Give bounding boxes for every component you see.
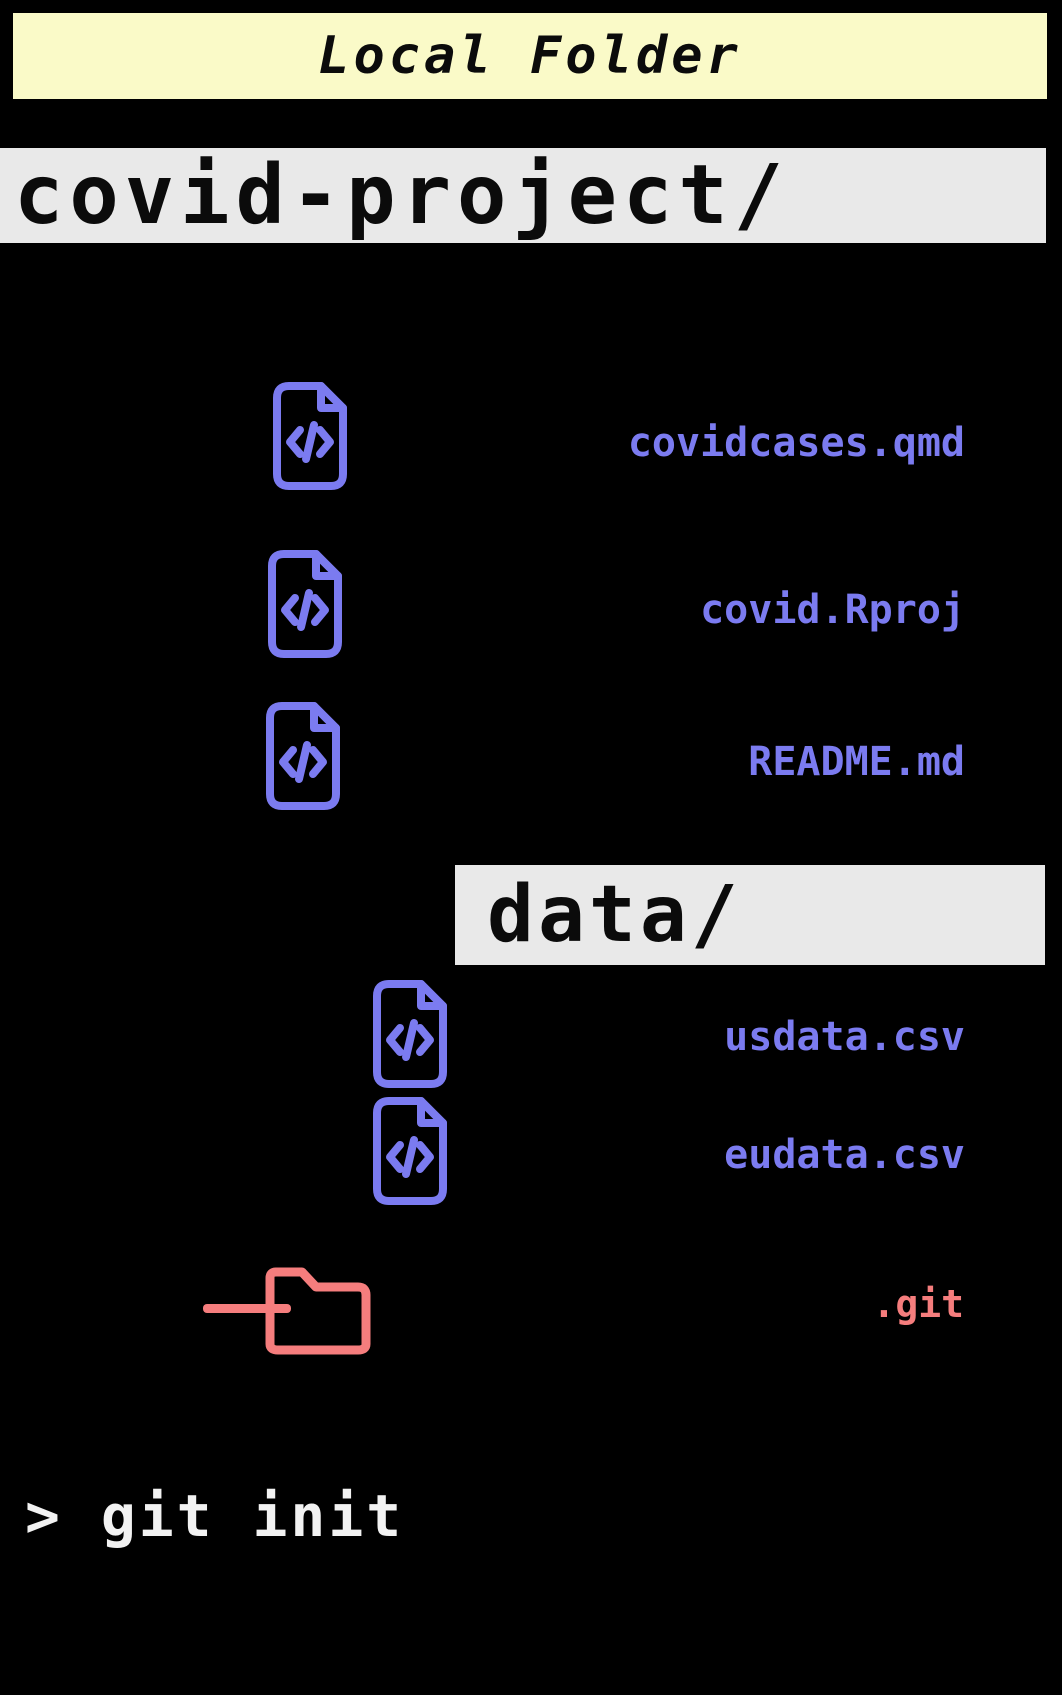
file-name-covid-rproj: covid.Rproj: [700, 587, 965, 633]
file-name-readme-md: README.md: [748, 739, 965, 785]
code-file-icon: [267, 380, 353, 492]
git-connector-line: [203, 1304, 291, 1313]
banner-title: Local Folder: [318, 26, 742, 86]
code-file-icon: [262, 548, 348, 660]
root-folder-bar: covid-project/: [0, 148, 1046, 243]
root-folder-label: covid-project/: [14, 148, 790, 243]
code-file-icon: [260, 700, 346, 812]
git-folder-label: .git: [872, 1282, 964, 1326]
terminal-command: > git init: [25, 1482, 405, 1550]
code-file-icon: [367, 1095, 453, 1207]
file-name-usdata-csv: usdata.csv: [724, 1014, 965, 1060]
code-file-icon: [367, 978, 453, 1090]
data-folder-bar: data/: [455, 865, 1045, 965]
file-name-covidcases-qmd: covidcases.qmd: [627, 420, 965, 466]
banner: Local Folder: [8, 8, 1052, 104]
file-name-eudata-csv: eudata.csv: [724, 1132, 965, 1178]
data-folder-label: data/: [487, 870, 742, 960]
folder-icon: [262, 1260, 372, 1358]
